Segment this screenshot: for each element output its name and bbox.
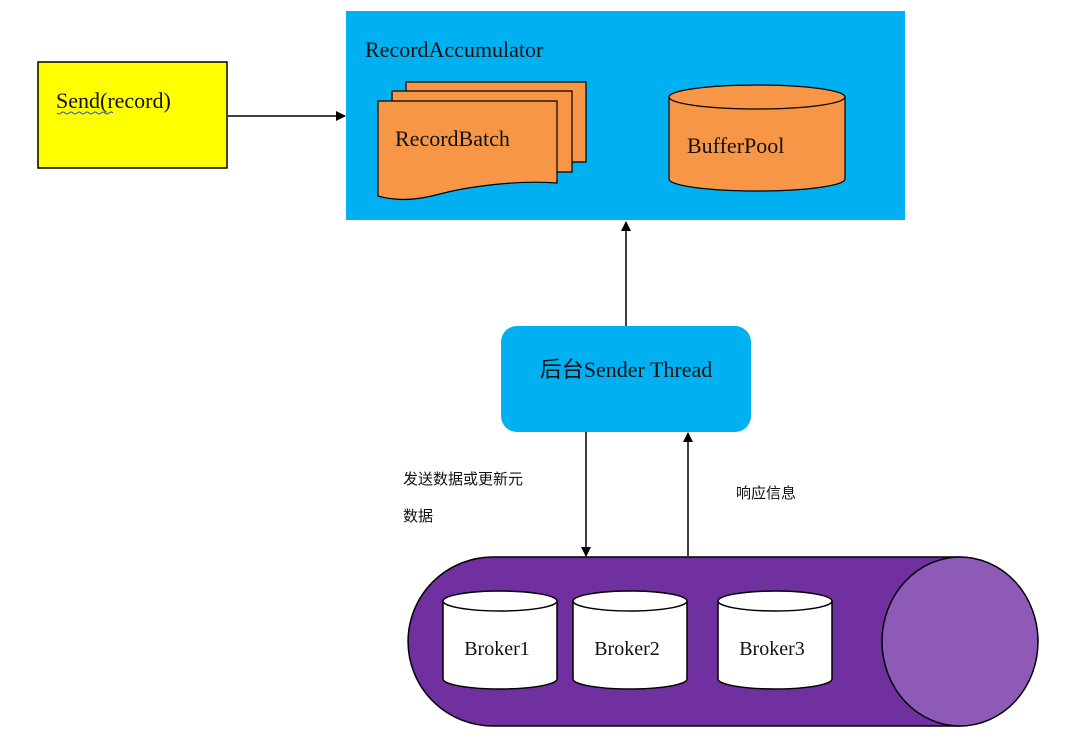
- spellcheck-underline: [56, 111, 114, 115]
- record-accumulator-title: RecordAccumulator: [365, 37, 544, 62]
- broker-2-node: Broker2: [572, 590, 688, 690]
- send-data-label-line1: 发送数据或更新元: [403, 470, 523, 488]
- buffer-pool-shape: BufferPool: [668, 84, 846, 192]
- sender-thread-label: 后台Sender Thread: [540, 357, 713, 382]
- broker-cylinder-top: [717, 590, 833, 612]
- sender-thread-box: [501, 326, 751, 432]
- broker-label: Broker2: [594, 638, 660, 660]
- record-batch-label: RecordBatch: [395, 126, 510, 151]
- broker-cylinder-body: [572, 601, 688, 690]
- send-record-node: Send(record): [37, 61, 228, 169]
- broker-label: Broker3: [739, 638, 805, 660]
- broker-cylinder-body: [442, 601, 558, 690]
- response-label: 响应信息: [736, 484, 796, 502]
- send-record-box: [37, 61, 228, 169]
- sender-thread-node: 后台Sender Thread: [501, 326, 751, 432]
- buffer-pool-label: BufferPool: [687, 133, 784, 158]
- send-record-label: Send(record): [56, 88, 171, 113]
- broker-list: Broker1 Broker2 Broker3: [442, 590, 833, 690]
- broker-cylinder-top: [442, 590, 558, 612]
- broker-cylinder-body: [717, 601, 833, 690]
- broker-3-node: Broker3: [717, 590, 833, 690]
- send-data-label-line2: 数据: [403, 507, 433, 525]
- broker-cylinder-top: [572, 590, 688, 612]
- broker-1-node: Broker1: [442, 590, 558, 690]
- record-batch-document: [377, 100, 558, 201]
- broker-label: Broker1: [464, 638, 530, 660]
- tube-end: [881, 556, 1039, 727]
- record-batch-shape: RecordBatch: [377, 81, 587, 201]
- record-accumulator-node: RecordAccumulator RecordBatch BufferPool: [346, 11, 905, 220]
